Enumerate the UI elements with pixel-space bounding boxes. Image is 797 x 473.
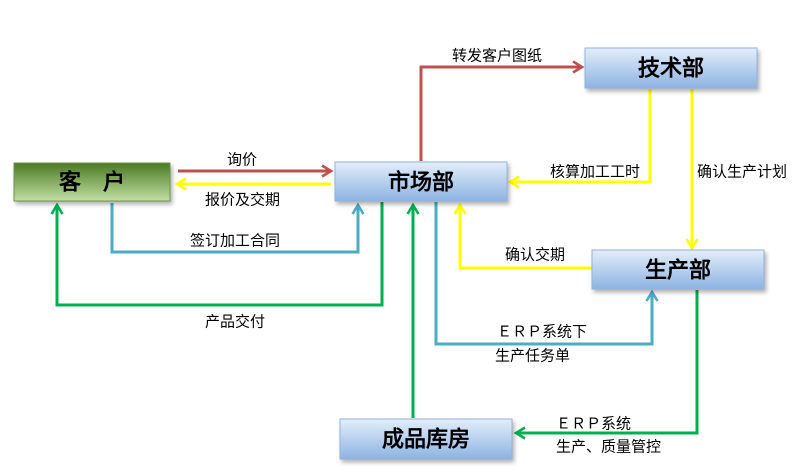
node-marketing: 市场部 xyxy=(334,161,508,202)
node-customer: 客 户 xyxy=(13,162,171,202)
edge-tech-to-marketing xyxy=(507,89,652,189)
node-box xyxy=(591,249,765,290)
edge-production-to-warehouse xyxy=(513,290,699,440)
edge-marketing-to-tech xyxy=(419,60,585,161)
edges: 转发客户图纸 询价 报价及交期 签订加工合同 产品交付 核算加工工时 确认生产计… xyxy=(50,48,787,456)
edge-label-hours: 核算加工工时 xyxy=(550,163,640,181)
edge-production-to-marketing xyxy=(453,202,592,270)
edge-label-confirm-date: 确认交期 xyxy=(505,246,565,264)
node-label: 生产部 xyxy=(645,258,711,283)
edge-label-erp-task-line2: 生产任务单 xyxy=(495,348,570,365)
node-box xyxy=(584,47,758,89)
node-label: 客 户 xyxy=(59,170,125,195)
node-warehouse: 成品库房 xyxy=(339,418,513,460)
edge-marketing-to-customer-delivery xyxy=(50,202,384,307)
edge-label-quote: 报价及交期 xyxy=(205,191,280,209)
edge-marketing-to-production xyxy=(434,202,659,346)
edge-label-erp-control-line2: 生产、质量管控 xyxy=(556,439,661,456)
node-box xyxy=(13,162,171,202)
node-tech: 技术部 xyxy=(584,47,758,89)
edge-label-forward-drawings: 转发客户图纸 xyxy=(452,48,542,65)
node-label: 成品库房 xyxy=(382,427,470,452)
edge-label-delivery: 产品交付 xyxy=(205,313,265,331)
edge-customer-to-marketing-contract xyxy=(110,202,365,254)
node-production: 生产部 xyxy=(591,249,765,290)
node-box xyxy=(334,161,508,202)
edge-label-erp-task-line1: ＥＲＰ系统下 xyxy=(497,324,587,341)
edge-label-erp-control-line1: ＥＲＰ系统 xyxy=(556,416,631,433)
edge-label-inquiry: 询价 xyxy=(227,152,257,169)
node-label: 市场部 xyxy=(388,170,454,195)
edge-label-contract: 签订加工合同 xyxy=(190,233,280,250)
edge-label-plan: 确认生产计划 xyxy=(697,164,787,181)
node-label: 技术部 xyxy=(638,56,704,81)
node-box xyxy=(339,418,513,460)
